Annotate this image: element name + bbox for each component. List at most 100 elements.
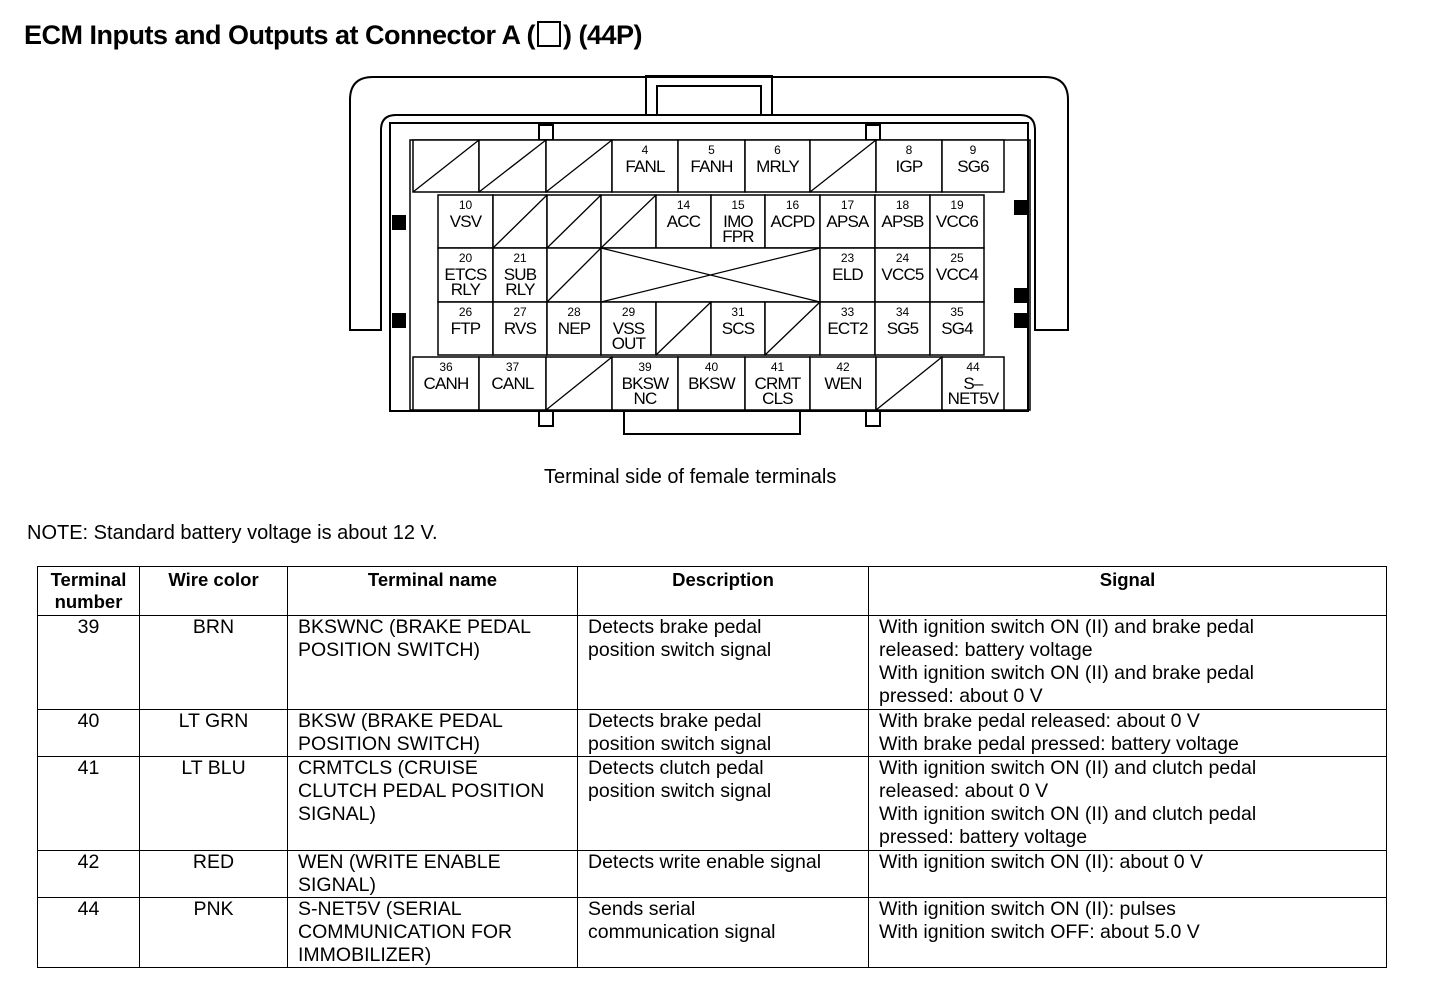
unused-cavity-mark: [545, 356, 613, 411]
page-title-prefix: ECM Inputs and Outputs at Connector A (: [24, 20, 535, 50]
terminal-number-label: 4: [642, 143, 649, 157]
terminal-number: 44: [37, 897, 140, 968]
terminal-number: 40: [37, 709, 140, 757]
terminal-name-label: IMO: [723, 212, 753, 231]
unused-cavity-mark: [875, 356, 943, 411]
header-terminal-name: Terminal name: [287, 566, 578, 616]
terminal-name-label: BKSW: [622, 374, 670, 393]
table-header-row: Terminal number Wire color Terminal name…: [37, 566, 1387, 616]
guide-tab: [865, 410, 881, 427]
terminal-number-label: 29: [622, 305, 636, 319]
terminal-name-label: NEP: [558, 319, 591, 338]
unused-cavity-mark: [545, 139, 613, 193]
terminal-description: Detects brake pedal position switch sign…: [577, 709, 869, 757]
terminal-description: Sends serial communication signal: [577, 897, 869, 968]
diagram-caption: Terminal side of female terminals: [544, 466, 837, 488]
terminal-name-label: NET5V: [948, 389, 1000, 408]
connector-housing: [389, 122, 1029, 412]
terminal-cell-18: [874, 194, 931, 249]
unused-cavity-mark: [478, 139, 547, 193]
terminal-name-label: VSV: [450, 212, 483, 231]
terminal-signal: With ignition switch ON (II): pulses Wit…: [868, 897, 1387, 968]
terminal-number-label: 14: [677, 198, 691, 212]
terminal-name-label: VCC4: [936, 265, 978, 284]
terminal-cell-42: [809, 356, 877, 411]
terminal-name-label: ELD: [832, 265, 863, 284]
header-signal: Signal: [868, 566, 1387, 616]
guide-tab: [865, 124, 881, 141]
terminal-name-label: SG4: [941, 319, 973, 338]
terminal-name-label: MRLY: [756, 157, 799, 176]
table-row: 39 BRN BKSWNC (BRAKE PEDAL POSITION SWIT…: [37, 615, 1387, 710]
voltage-note: NOTE: Standard battery voltage is about …: [27, 522, 438, 544]
terminal-cell-31: [710, 301, 766, 356]
terminal-name-label: ACC: [667, 212, 701, 231]
terminal-number-label: 27: [513, 305, 527, 319]
terminal-number: 42: [37, 850, 140, 898]
terminal-number-label: 35: [950, 305, 964, 319]
terminal-name-label: S–: [963, 374, 984, 393]
unused-cavity-mark: [492, 194, 548, 249]
terminal-number-label: 19: [950, 198, 964, 212]
terminal-name-label: WEN: [824, 374, 861, 393]
terminal-name-label: ACPD: [770, 212, 815, 231]
polarizing-key: [1014, 288, 1028, 303]
terminal-name-label: VCC6: [936, 212, 978, 231]
unused-cavity-mark: [655, 301, 712, 356]
terminal-number-label: 9: [970, 143, 977, 157]
table-row: 44 PNK S-NET5V (SERIAL COMMUNICATION FOR…: [37, 897, 1387, 968]
terminal-cell-21: [492, 247, 548, 303]
terminal-number-label: 5: [708, 143, 715, 157]
unused-cavity-mark: [546, 247, 602, 303]
terminal-cell-40: [677, 356, 746, 411]
connector-latch-top: [645, 75, 773, 115]
terminal-number-label: 16: [786, 198, 800, 212]
wire-color: LT BLU: [139, 756, 288, 851]
blocked-area-mark: [600, 247, 821, 303]
terminal-cell-9: [941, 139, 1005, 193]
terminal-name-label: FTP: [451, 319, 481, 338]
terminal-name-label: APSB: [881, 212, 924, 231]
page-title: ECM Inputs and Outputs at Connector A ()…: [24, 20, 643, 51]
unused-cavity-mark: [764, 301, 821, 356]
terminal-cell-28: [546, 301, 602, 356]
terminal-number: 41: [37, 756, 140, 851]
terminal-number-label: 33: [841, 305, 855, 319]
terminal-name-label: APSA: [826, 212, 870, 231]
unused-cavity-mark: [412, 139, 480, 193]
terminal-number-label: 21: [513, 251, 527, 265]
connector-latch-bottom: [623, 411, 801, 435]
terminal-cell-15: [710, 194, 766, 249]
connector-shroud: [349, 76, 1069, 331]
terminal-cell-39: [611, 356, 679, 411]
terminal-name-label: SG5: [887, 319, 919, 338]
terminal-number-label: 37: [506, 360, 520, 374]
terminal-name: BKSW (BRAKE PEDAL POSITION SWITCH): [287, 709, 578, 757]
guide-tab: [538, 124, 554, 141]
terminal-number-label: 24: [896, 251, 910, 265]
terminal-cell-20: [437, 247, 494, 303]
terminal-name-label: NC: [634, 389, 657, 408]
terminal-name-label: CRMT: [755, 374, 801, 393]
terminal-cell-24: [874, 247, 931, 303]
terminal-name-label: RVS: [504, 319, 537, 338]
terminal-name: BKSWNC (BRAKE PEDAL POSITION SWITCH): [287, 615, 578, 710]
terminal-number-label: 26: [459, 305, 473, 319]
terminal-number-label: 25: [950, 251, 964, 265]
terminal-number: 39: [37, 615, 140, 710]
terminal-name: CRMTCLS (CRUISE CLUTCH PEDAL POSITION SI…: [287, 756, 578, 851]
terminal-name-label: FANL: [625, 157, 665, 176]
terminal-number-label: 42: [836, 360, 850, 374]
terminal-signal: With ignition switch ON (II): about 0 V: [868, 850, 1387, 898]
terminal-name-label: SCS: [722, 319, 755, 338]
terminal-cell-33: [819, 301, 876, 356]
terminal-number-label: 18: [896, 198, 910, 212]
terminal-name-label: CANL: [491, 374, 533, 393]
terminal-number-label: 10: [459, 198, 473, 212]
terminal-name-label: ETCS: [444, 265, 487, 284]
terminal-number-label: 20: [459, 251, 473, 265]
terminal-number-label: 6: [774, 143, 781, 157]
terminal-cell-29: [600, 301, 657, 356]
terminal-description: Detects clutch pedal position switch sig…: [577, 756, 869, 851]
terminal-name: S-NET5V (SERIAL COMMUNICATION FOR IMMOBI…: [287, 897, 578, 968]
